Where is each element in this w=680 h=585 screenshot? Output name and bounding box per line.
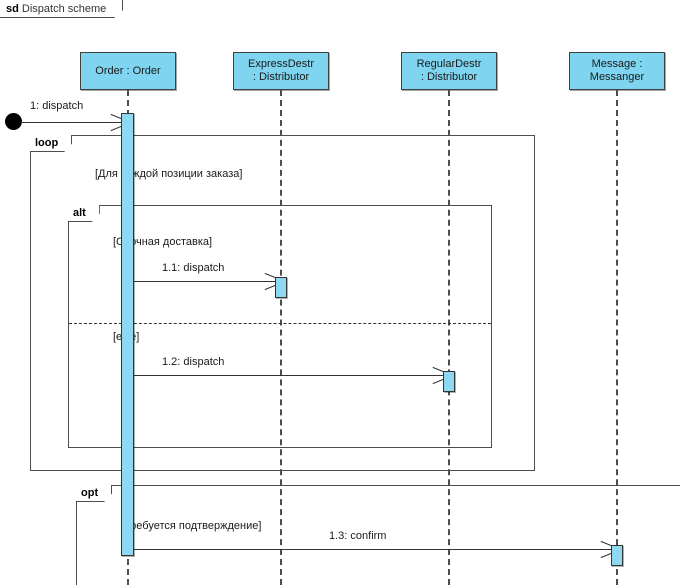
message-label-1-1: 1.1: dispatch [162,262,225,274]
fragment-opt-guard: [Требуется подтверждение] [121,520,262,532]
lifeline-label-regulardestr-line1: RegularDestr [416,58,482,70]
lifeline-label-expressdestr-line2: : Distributor [252,71,310,83]
fragment-alt-operator: alt [73,207,86,219]
fragment-loop-operator-label: loop [30,135,72,152]
fragment-alt-separator [69,323,491,324]
lifeline-head-order[interactable]: Order : Order [80,52,176,90]
lifeline-head-messenger[interactable]: Message : Messanger [569,52,665,90]
fragment-alt-operator-label: alt [68,205,100,222]
lifeline-head-expressdestr[interactable]: ExpressDestr : Distributor [233,52,329,90]
lifeline-stem-regulardestr [448,90,450,585]
message-line-1-2[interactable] [134,375,443,376]
fragment-opt-operator-label: opt [76,485,112,502]
found-message-start-node [5,113,22,130]
activation-order[interactable] [121,113,134,556]
message-line-1-1[interactable] [134,281,275,282]
lifeline-label-messenger-line1: Message : [591,58,643,70]
fragment-alt[interactable] [68,205,492,448]
lifeline-head-regulardestr[interactable]: RegularDestr : Distributor [401,52,497,90]
fragment-opt-operator: opt [81,487,99,499]
lifeline-stem-expressdestr [280,90,282,585]
fragment-opt[interactable] [76,485,680,585]
fragment-loop[interactable] [30,135,535,471]
diagram-keyword: sd [6,3,19,15]
message-label-1-2: 1.2: dispatch [162,356,225,368]
message-label-1: 1: dispatch [30,100,84,112]
message-line-1[interactable] [21,122,121,123]
message-line-1-3[interactable] [134,549,611,550]
lifeline-label-expressdestr-line1: ExpressDestr [247,58,315,70]
activation-messenger[interactable] [611,545,623,566]
fragment-loop-guard: [Для каждой позиции заказа] [95,168,243,180]
diagram-title: Dispatch scheme [21,3,107,15]
fragment-loop-operator: loop [35,137,59,149]
activation-regulardestr[interactable] [443,371,455,392]
diagram-frame-label: sd Dispatch scheme [0,0,123,18]
lifeline-label-messenger-line2: Messanger [589,71,645,83]
activation-expressdestr[interactable] [275,277,287,298]
fragment-alt-guard-1: [Срочная доставка] [113,236,213,248]
lifeline-label-regulardestr-line2: : Distributor [420,71,478,83]
message-label-1-3: 1.3: confirm [329,530,387,542]
lifeline-label-order-line1: Order : Order [95,64,161,77]
lifeline-stem-messenger [616,90,618,585]
